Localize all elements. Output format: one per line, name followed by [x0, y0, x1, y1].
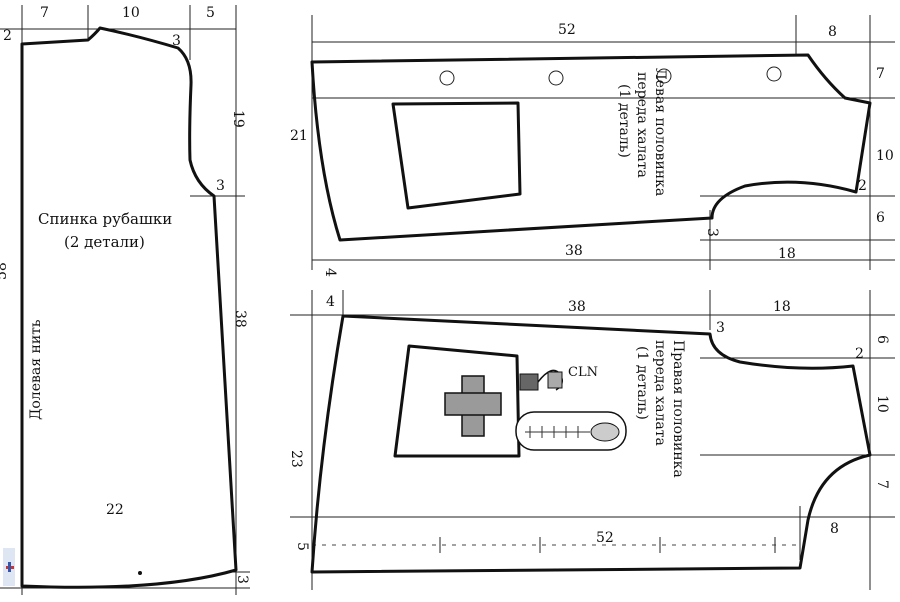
dim-38: 38 [232, 310, 248, 328]
right-front-outline [310, 314, 872, 574]
dim-7: 7 [40, 5, 49, 21]
dim-5: 5 [294, 542, 310, 551]
button-icon [548, 70, 564, 86]
thermometer-icon [515, 411, 627, 451]
dim-3: 3 [716, 320, 725, 336]
back-subtitle: (2 детали) [64, 233, 145, 251]
button-icon [439, 70, 455, 86]
dim-2: 2 [855, 346, 864, 362]
dim-7: 7 [874, 480, 890, 489]
dim-38: 38 [565, 243, 583, 259]
dim-10: 10 [874, 395, 890, 413]
dim-18: 18 [773, 299, 791, 315]
medical-cross-icon [444, 375, 502, 437]
dim-2: 2 [858, 178, 867, 194]
left-front-line2: переда халата [634, 72, 650, 178]
dim-8: 8 [830, 521, 839, 537]
emblem-text: CLN [568, 365, 598, 380]
dim-4: 4 [326, 294, 335, 310]
right-front-title: Правая половинка [670, 340, 686, 478]
dim-38: 38 [568, 299, 586, 315]
dim-5: 5 [206, 5, 215, 21]
dim-52: 52 [596, 530, 614, 546]
button-icon [656, 68, 672, 84]
dim-10: 10 [876, 148, 894, 164]
dim-6: 6 [876, 210, 885, 226]
bottle-icon [519, 369, 563, 391]
dim-3: 3 [704, 228, 720, 237]
right-front-piece: CLN 4 38 18 3 6 2 10 7 23 52 8 5 Правая … [288, 290, 895, 590]
button-icon [766, 66, 782, 82]
left-pocket [391, 101, 522, 210]
right-front-line2: переда халата [652, 340, 668, 446]
dim-3-shoulder: 3 [172, 33, 181, 49]
back-piece: 7 10 5 2 3 19 3 58 38 22 3 Спинка рубашк… [0, 5, 250, 595]
left-front-outline [310, 53, 872, 242]
left-front-line3: (1 деталь) [616, 84, 632, 158]
dim-18: 18 [778, 246, 796, 262]
left-front-title: Левая половинка [652, 68, 668, 196]
dim-23: 23 [288, 450, 304, 468]
grain-line-label: Долевая нить [28, 319, 44, 420]
hem-mark [138, 571, 142, 575]
dim-2: 2 [3, 28, 12, 44]
site-logo-icon [3, 548, 15, 586]
dim-8: 8 [828, 24, 837, 40]
dim-4: 4 [322, 268, 338, 277]
dim-10: 10 [122, 5, 140, 21]
dim-7: 7 [876, 66, 885, 82]
back-outline [20, 26, 238, 589]
dim-3-armhole: 3 [216, 178, 225, 194]
right-pocket [393, 344, 521, 458]
back-title: Спинка рубашки [38, 210, 172, 228]
dim-6: 6 [874, 335, 890, 344]
dim-19: 19 [230, 110, 246, 128]
dim-58: 58 [0, 262, 10, 280]
right-front-line3: (1 деталь) [634, 346, 650, 420]
dim-22: 22 [106, 502, 124, 518]
dim-3-hem: 3 [234, 575, 250, 584]
dim-52: 52 [558, 22, 576, 38]
dim-21: 21 [290, 128, 308, 144]
left-front-piece: 52 8 7 10 6 2 21 38 18 3 4 Левая половин… [290, 15, 895, 277]
